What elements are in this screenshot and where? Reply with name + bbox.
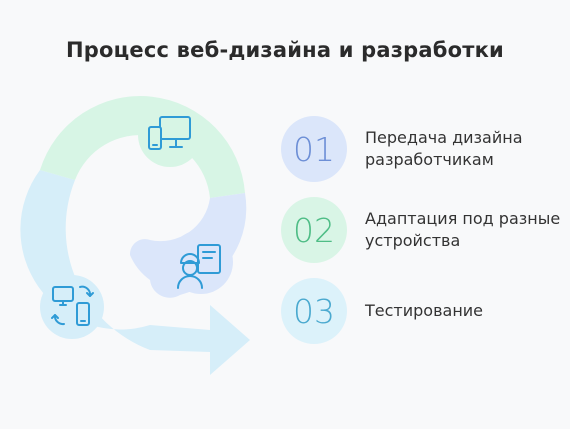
step-1-label: Передача дизайна разработчикам (365, 128, 523, 169)
devices-icon (148, 116, 191, 150)
step-1-number: 01 (281, 116, 347, 182)
arc-cyan-segment (20, 170, 251, 375)
step-2-number: 02 (281, 197, 347, 263)
icon-circle-1 (138, 103, 202, 167)
step-3: 03 Тестирование (281, 278, 561, 344)
icon-circle-3 (40, 275, 104, 339)
sync-devices-icon (51, 285, 94, 326)
step-2: 02 Адаптация под разные устройства (281, 197, 561, 263)
step-1: 01 Передача дизайна разработчикам (281, 116, 561, 182)
developer-icon (177, 244, 221, 289)
page-title: Процесс веб-дизайна и разработки (66, 38, 504, 62)
step-3-label: Тестирование (365, 301, 484, 320)
step-2-label: Адаптация под разные устройства (365, 209, 561, 250)
step-3-number: 03 (281, 278, 347, 344)
